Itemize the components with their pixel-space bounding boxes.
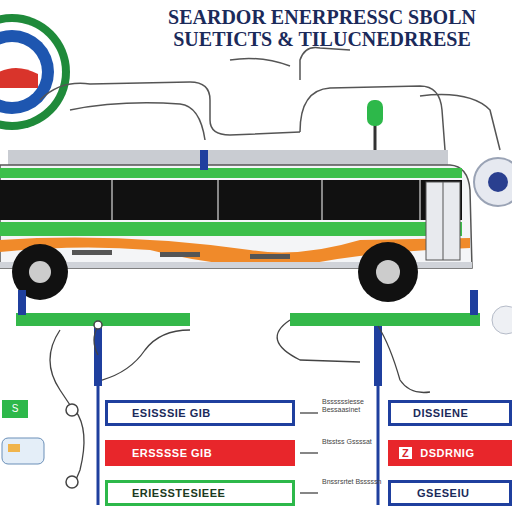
wire (50, 320, 430, 505)
wire (277, 320, 360, 362)
logo-emblem (0, 14, 70, 130)
wire (230, 58, 290, 66)
bus-body (0, 222, 462, 236)
bus-body (0, 168, 462, 178)
logo-emblem (0, 42, 42, 102)
support-bar (200, 150, 208, 170)
support-bar (470, 290, 478, 315)
side-circle (492, 306, 512, 334)
bus-body (426, 182, 460, 260)
wire (94, 326, 98, 355)
logo-emblem (0, 22, 62, 122)
bus-body (160, 252, 200, 257)
bus-wheel (358, 242, 418, 302)
wire (70, 103, 205, 140)
support-bar (16, 150, 480, 386)
support-bar (18, 290, 26, 315)
wire (378, 326, 430, 393)
wire (50, 330, 70, 405)
tank-icon (2, 438, 44, 464)
logo-emblem (0, 14, 70, 130)
bus-wheel (12, 242, 418, 302)
side-circle (474, 158, 512, 206)
wire (420, 95, 500, 150)
signal-pole (367, 100, 383, 126)
side-circle (488, 172, 508, 192)
label-box: Z DSDRNIG (388, 440, 512, 466)
box-text: ERIESSTESIEEE (132, 487, 225, 499)
connector-dot (66, 476, 78, 488)
support-bar (374, 326, 382, 386)
box-text: ESISSSIE GIB (132, 407, 211, 419)
label-box: GSESEIU (388, 480, 512, 506)
bus-body (111, 180, 113, 220)
bus-body (443, 182, 444, 260)
bus-body (217, 180, 219, 220)
logo-emblem (0, 30, 54, 114)
box-text: GSESEIU (417, 487, 469, 499)
support-bar (94, 326, 102, 386)
tank-icon (2, 438, 44, 464)
label-box: DISSIENE (388, 400, 512, 426)
connector-dot (66, 404, 78, 416)
wire (300, 48, 350, 81)
wire (300, 452, 318, 453)
bus-body (0, 180, 462, 220)
logo-emblem (0, 68, 38, 88)
wire (102, 330, 190, 380)
title: SEARDOR ENERPRESSC SBOLN SUETICTS & TILU… (140, 6, 504, 50)
connector-dot (94, 321, 102, 329)
bus-body (419, 180, 421, 220)
bus-wheel (376, 260, 400, 284)
label-box: ERIESSTESIEEE (105, 480, 295, 506)
box-text: DISSIENE (413, 407, 468, 419)
bus-body (250, 254, 290, 259)
bus-body (72, 250, 112, 255)
wire (40, 48, 500, 151)
box-text: ERSSSSE GIB (132, 447, 212, 459)
label-box: ERSSSSE GIB (105, 440, 295, 466)
support-bar (290, 313, 480, 326)
wire (300, 412, 318, 413)
connector-dot (66, 321, 102, 488)
label-box: ESISSSIE GIB (105, 400, 295, 426)
wire (377, 386, 380, 505)
note-label: Bssssssiesse Bessaasinet (322, 398, 384, 414)
note-label: Btsstss Gssssat (322, 438, 384, 446)
note-label: S (2, 400, 28, 418)
wire (75, 410, 84, 482)
bus-wheel (29, 261, 51, 283)
box-text: DSDRNIG (420, 447, 474, 459)
wire (97, 386, 100, 505)
bus-body (321, 180, 323, 220)
badge-letter: Z (399, 447, 412, 459)
wire (300, 492, 318, 493)
bus-body (112, 180, 420, 220)
tank-icon (8, 444, 20, 452)
side-circle (474, 158, 512, 334)
note-label: Bnssrsrtet Bsssssn (322, 478, 384, 486)
support-bar (16, 313, 190, 326)
